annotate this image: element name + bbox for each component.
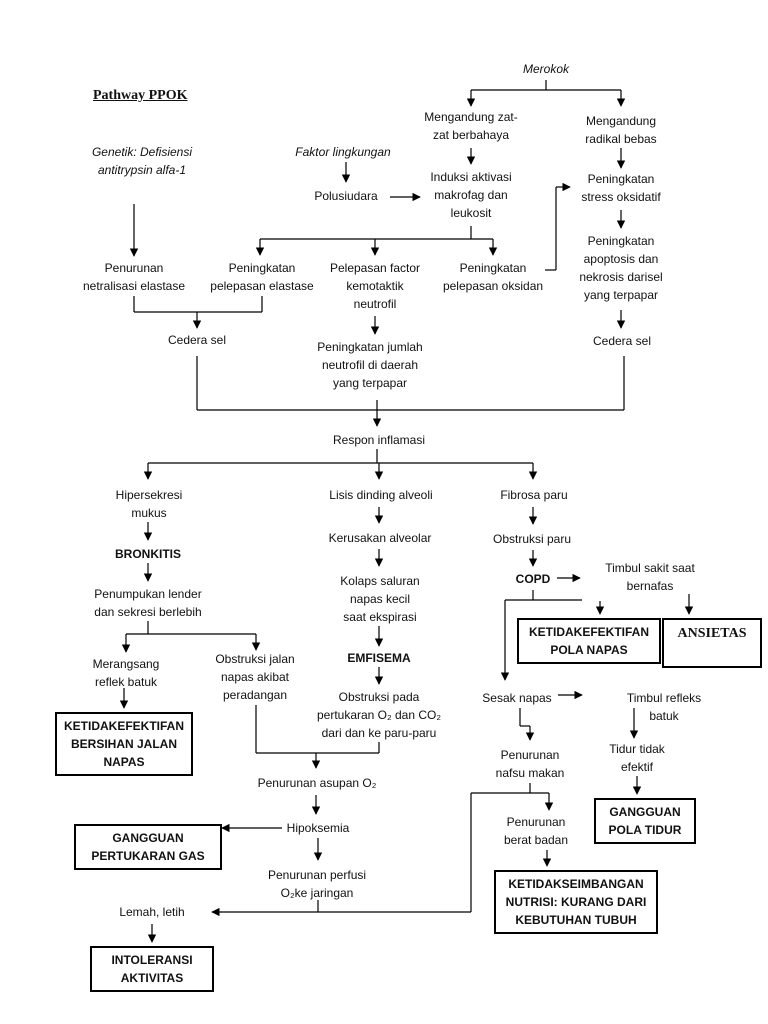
node-cedera-sel-kanan: Cedera sel [592, 334, 652, 348]
node-sakit-bernafas: Timbul sakit saat bernafas [605, 561, 695, 593]
node-fibrosa: Fibrosa paru [500, 488, 568, 502]
node-jumlah-neutrofil: Peningkatan jumlah neutrofil di daerah y… [317, 340, 423, 390]
node-faktor-lingkungan: Faktor lingkungan [295, 145, 391, 159]
box-gangguan-pertukaran-gas: GANGGUAN PERTUKARAN GAS [74, 824, 222, 870]
node-obstruksi-pertukaran: Obstruksi pada pertukaran O₂ dan CO₂ dar… [316, 690, 442, 740]
box-ketidakefektifan-pola-napas: KETIDAKEFEKTIFAN POLA NAPAS [517, 618, 661, 664]
node-berat-badan: Penurunan berat badan [503, 815, 569, 847]
node-refleks-batuk: Merangsang reflek batuk [92, 657, 160, 689]
node-respon-inflamasi: Respon inflamasi [332, 433, 426, 447]
node-genetik: Genetik: Defisiensi antitrypsin alfa-1 [91, 145, 193, 177]
node-penumpukan: Penumpukan lender dan sekresi berlebih [94, 587, 202, 619]
node-kerusakan: Kerusakan alveolar [328, 531, 432, 545]
node-pelepasan-elastase: Peningkatan pelepasan elastase [210, 261, 314, 293]
node-polusiudara: Polusiudara [314, 189, 378, 203]
node-lemah-letih: Lemah, letih [119, 905, 185, 919]
node-asupan: Penurunan asupan O₂ [257, 776, 377, 790]
page-title: Pathway PPOK [93, 88, 188, 103]
box-ansietas: ANSIETAS [662, 618, 762, 668]
node-tidur-tidak-efektif: Tidur tidak efektif [609, 742, 665, 774]
box-ketidakefektifan-bersihan-jalan-napas: KETIDAKEFEKTIFAN BERSIHAN JALAN NAPAS [55, 712, 193, 776]
node-merokok: Merokok [522, 62, 570, 76]
node-lisis: Lisis dinding alveoli [329, 488, 433, 502]
node-hipoksemia: Hipoksemia [286, 821, 350, 835]
node-pelepasan-factor: Pelepasan factor kemotaktik neutrofil [329, 261, 421, 311]
node-timbul-refleks: Timbul refleks batuk [626, 691, 702, 723]
node-perfusi: Penurunan perfusi O₂ke jaringan [267, 868, 367, 900]
node-apoptosis: Peningkatan apoptosis dan nekrosis daris… [579, 234, 663, 302]
box-intoleransi-aktivitas: INTOLERANSI AKTIVITAS [90, 946, 214, 992]
node-zat-berbahaya: Mengandung zat- zat berbahaya [424, 110, 518, 142]
node-bronkitis: BRONKITIS [115, 547, 181, 561]
node-sesak-napas: Sesak napas [482, 691, 552, 705]
node-emfisema: EMFISEMA [347, 651, 411, 665]
node-pelepasan-oksidan: Peningkatan pelepasan oksidan [442, 261, 544, 293]
node-induksi: Induksi aktivasi makrofag dan leukosit [430, 170, 512, 220]
box-ketidakseimbangan-nutrisi: KETIDAKSEIMBANGAN NUTRISI: KURANG DARI K… [494, 870, 658, 934]
box-gangguan-pola-tidur: GANGGUAN POLA TIDUR [594, 798, 696, 844]
node-kolaps: Kolaps saluran napas kecil saat ekspiras… [340, 574, 420, 624]
node-copd: COPD [515, 572, 551, 586]
node-stress-oksidatif: Peningkatan stress oksidatif [581, 172, 661, 204]
node-obstruksi-jalan: Obstruksi jalan napas akibat peradangan [215, 652, 295, 702]
node-radikal-bebas: Mengandung radikal bebas [585, 114, 657, 146]
node-hipersekresi: Hipersekresi mukus [115, 488, 183, 520]
node-obstruksi-paru: Obstruksi paru [492, 532, 572, 546]
node-penurunan-netralisasi: Penurunan netralisasi elastase [82, 261, 186, 293]
node-nafsu-makan: Penurunan nafsu makan [495, 748, 565, 780]
node-cedera-sel-kiri: Cedera sel [167, 333, 227, 347]
